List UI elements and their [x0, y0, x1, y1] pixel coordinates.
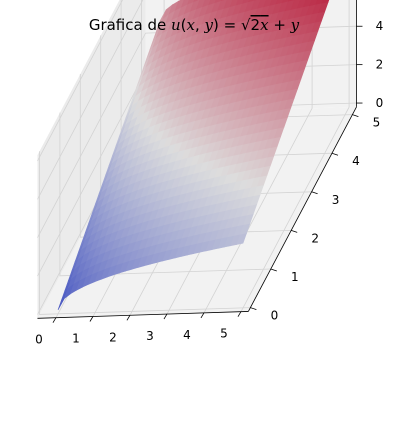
- x-tick-mark: [89, 316, 94, 322]
- z-tick-label: 0: [376, 96, 384, 110]
- x-tick-mark: [200, 312, 205, 319]
- x-tick-label: 1: [72, 332, 80, 346]
- y-tick-mark: [250, 307, 257, 310]
- title-func: u: [171, 16, 181, 34]
- title-close: ): [213, 16, 219, 34]
- title-sqrt-num: 2: [251, 16, 261, 34]
- x-tick-label: 5: [220, 327, 228, 341]
- y-tick-label: 0: [271, 309, 279, 323]
- x-tick-mark: [237, 311, 242, 317]
- title-tail: y: [290, 16, 300, 34]
- z-tick-label: 4: [376, 19, 384, 33]
- title-sqrt-sign: √: [241, 16, 251, 34]
- title-plus: +: [269, 16, 291, 34]
- grid-line-y: [59, 112, 271, 277]
- x-tick-mark: [163, 313, 168, 320]
- y-tick-mark: [311, 191, 318, 195]
- surface-patch: [236, 233, 247, 245]
- y-tick-label: 5: [373, 116, 381, 130]
- title-equals: =: [219, 16, 241, 34]
- x-tick-mark: [52, 317, 57, 323]
- y-tick-mark: [352, 114, 359, 117]
- left-pane: [37, 0, 146, 319]
- grid-line-x: [203, 0, 313, 314]
- grid-line-z: [37, 0, 123, 162]
- y-tick-label: 4: [352, 154, 360, 168]
- grid-line-y: [39, 151, 251, 315]
- title-x: x: [187, 16, 196, 34]
- x-axis-line: [37, 311, 249, 319]
- y-tick-label: 2: [311, 231, 319, 245]
- title-sqrt-var: x: [260, 16, 269, 34]
- x-tick-label: 2: [109, 330, 117, 344]
- y-tick-mark: [270, 268, 277, 272]
- title-comma: ,: [195, 16, 205, 34]
- x-tick-label: 0: [35, 333, 43, 347]
- y-tick-label: 3: [332, 193, 340, 207]
- y-axis-line: [248, 106, 357, 312]
- title-prefix: Grafica de: [89, 16, 171, 34]
- y-tick-label: 1: [291, 270, 299, 284]
- x-tick-label: 4: [183, 328, 191, 342]
- surface-mesh: [57, 0, 330, 311]
- grid-line-z: [37, 0, 144, 200]
- chart-title: Grafica de u(x, y) = √2x + y: [89, 16, 300, 34]
- y-tick-mark: [291, 230, 298, 233]
- tick-labels: 01234501234502468: [35, 19, 384, 347]
- title-y: y: [204, 16, 214, 34]
- title-open: (: [181, 16, 187, 34]
- axis-lines: [37, 0, 357, 319]
- x-tick-mark: [126, 315, 131, 321]
- grid-line-x: [240, 0, 350, 312]
- x-tick-label: 3: [146, 329, 154, 343]
- z-tick-label: 2: [376, 58, 384, 72]
- y-tick-mark: [331, 152, 339, 156]
